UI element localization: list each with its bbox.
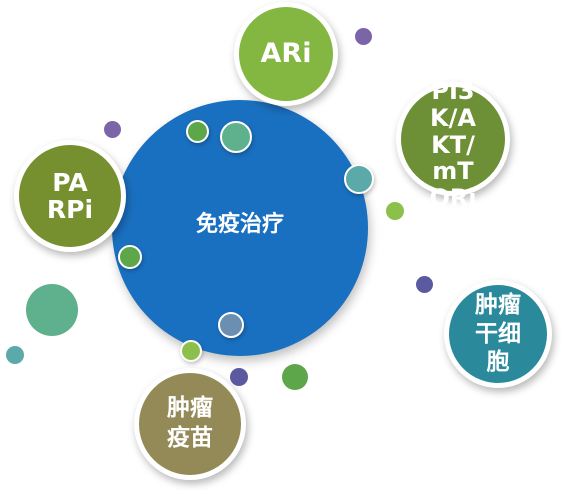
- dot-slate-right: [416, 276, 433, 293]
- dot-teal-right-edge: [344, 164, 374, 194]
- bubble-pi3k-akt-mtori: PI3 K/A KT/ mT ORi: [396, 77, 510, 212]
- bubble-parpi: PA RPi: [14, 140, 126, 252]
- dot-green-bottom: [282, 364, 308, 390]
- bubble-pi3k-label: PI3 K/A KT/ mT ORi: [429, 76, 477, 213]
- dot-purple-top: [355, 28, 372, 45]
- bubble-ari-label: ARi: [260, 38, 312, 70]
- center-bubble-label: 免疫治疗: [195, 212, 284, 238]
- dot-green-left-inner: [118, 245, 142, 269]
- dot-slate-inner-bottom: [218, 312, 244, 338]
- dot-lightgreen-right: [386, 202, 404, 220]
- dot-teal-small-left: [6, 346, 24, 364]
- dot-lightgreen-bottom: [180, 340, 202, 362]
- bubble-parpi-label: PA RPi: [46, 168, 94, 224]
- bubble-ari: ARi: [234, 2, 338, 106]
- dot-teal-inner: [220, 121, 252, 153]
- bubble-tumor-stem-cell: 肿瘤 干细 胞: [444, 280, 552, 388]
- bubble-tumor-vaccine: 肿瘤 疫苗: [134, 368, 246, 480]
- dot-green-inner-small: [186, 120, 209, 143]
- bubble-tumor-stem-label: 肿瘤 干细 胞: [475, 291, 521, 376]
- dot-seagreen-big-left: [26, 284, 78, 336]
- dot-purple-left: [104, 121, 121, 138]
- dot-purple-bottom: [230, 368, 248, 386]
- bubble-tumor-vaccine-label: 肿瘤 疫苗: [167, 395, 213, 451]
